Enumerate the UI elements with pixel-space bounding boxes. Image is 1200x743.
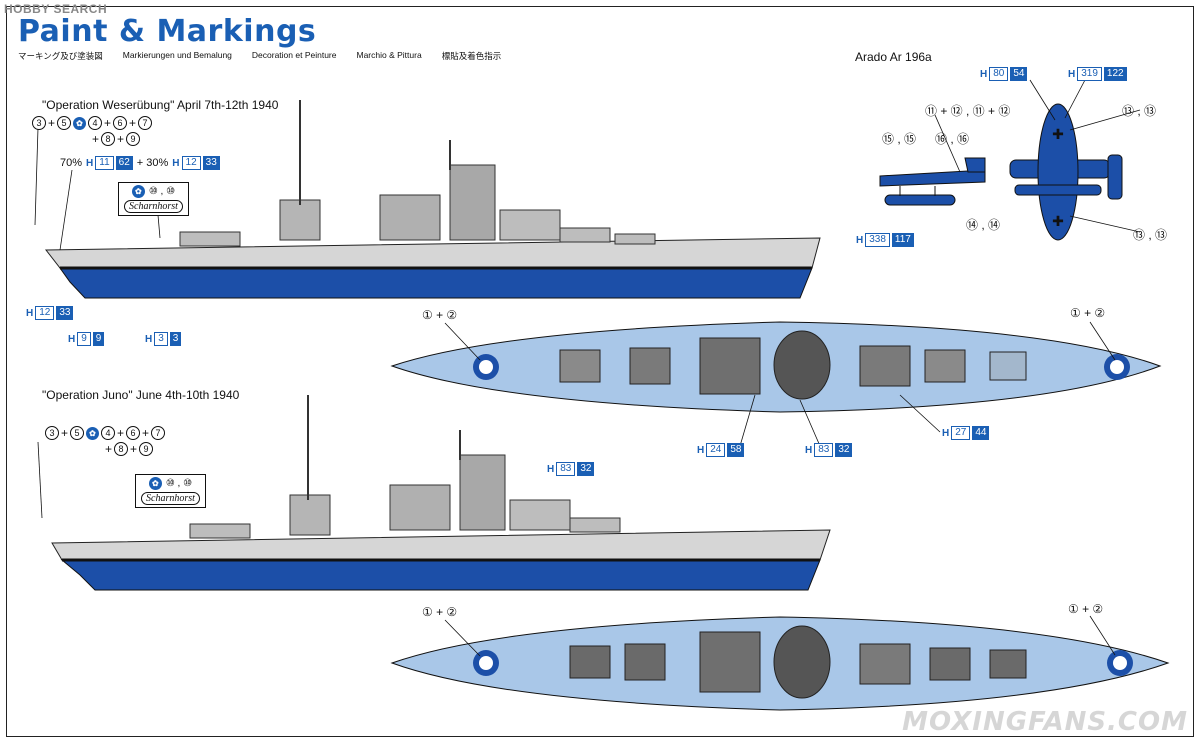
decal-num-8: 8	[114, 442, 129, 456]
hcode-24-58: H 24 58	[697, 443, 745, 457]
decal-num-9: 9	[139, 442, 154, 456]
scheme2-sequence-a: 3+ 5 ✿ 4+ 6+ 7	[45, 426, 166, 440]
page-title: Paint & Markings	[18, 14, 317, 49]
roundel-icon: ✿	[73, 116, 87, 130]
hcode-83-32-b: H 83 32	[547, 462, 595, 476]
decal-num-9: 9	[126, 132, 141, 146]
scheme1-label: "Operation Weserübung" April 7th-12th 19…	[42, 98, 279, 112]
ship-side-profile-2	[51, 395, 831, 591]
mix-pct-2: + 30%	[136, 157, 169, 169]
aircraft-title: Arado Ar 196a	[855, 50, 932, 64]
watermark-bottom: MOXINGFANS.COM	[902, 707, 1188, 737]
aircraft-marks-11-12: ⑪ + ⑫ , ⑪ + ⑫	[925, 104, 1011, 118]
decal-num-8: 8	[101, 132, 116, 146]
roundel-icon: ✿	[86, 426, 100, 440]
decal-num-3: 3	[32, 116, 46, 130]
hcode-11-62: H 11 62	[86, 156, 133, 170]
subtitle-zh: 標貼及着色指示	[441, 51, 502, 61]
leader-lines	[34, 79, 1141, 657]
aircraft-side-view	[879, 157, 986, 206]
hcode-27-44: H 27 44	[942, 426, 990, 440]
decal-num-6: 6	[126, 426, 141, 440]
scheme1-sequence-b: +8+ 9	[92, 132, 141, 146]
scheme1-sequence-a: 3+ 5 ✿ 4+ 6+ 7	[32, 116, 153, 130]
decal-num-7: 7	[151, 426, 166, 440]
hcode-338-117: H 338 117	[856, 233, 914, 247]
mix-pct-1: 70%	[60, 157, 83, 169]
aircraft-marks-14: ⑭ , ⑭	[966, 218, 1001, 232]
subtitle-it: Marchio & Pittura	[356, 50, 422, 60]
color-mix: 70% H 11 62 + 30% H 12 33	[60, 156, 220, 170]
decal-num-4: 4	[101, 426, 116, 440]
stern-marks-1: ① + ②	[1070, 306, 1106, 320]
hcode-12-33: H 12 33	[26, 306, 74, 320]
ship-top-view-2	[390, 616, 1170, 711]
watermark-top: HOBBY SEARCH	[4, 2, 108, 16]
hcode-9-9: H 9 9	[68, 332, 105, 346]
subtitle-row: マーキング及び塗装図 Markierungen und Bemalung Dec…	[18, 50, 501, 62]
ship-side-profile-1	[44, 100, 821, 299]
hcode-80-54: H 80 54	[980, 67, 1028, 81]
bow-marks-1: ① + ②	[422, 308, 458, 322]
hcode-319-122: H 319 122	[1068, 67, 1127, 81]
ship-name-decal-2: ✿⑩ , ⑩ Scharnhorst	[135, 474, 206, 508]
roundel-icon: ✿	[148, 477, 162, 490]
scheme2-sequence-b: +8+ 9	[105, 442, 154, 456]
svg-text:✚: ✚	[1052, 127, 1064, 143]
page-frame	[6, 6, 1194, 737]
aircraft-top-view: ✚ ✚	[1009, 103, 1123, 241]
aircraft-marks-15: ⑮ , ⑮	[882, 132, 917, 146]
subtitle-ja: マーキング及び塗装図	[18, 51, 103, 61]
roundel-icon: ✿	[131, 185, 145, 198]
hcode-3-3: H 3 3	[145, 332, 182, 346]
ship-name-decal-1: ✿⑩ , ⑩ Scharnhorst	[118, 182, 189, 216]
aircraft-marks-13-bottom: ⑬ , ⑬	[1133, 228, 1168, 242]
stern-marks-2: ① + ②	[1068, 602, 1104, 616]
subtitle-de: Markierungen und Bemalung	[122, 50, 232, 60]
aircraft-marks-13-top: ⑬ , ⑬	[1122, 104, 1157, 118]
svg-text:✚: ✚	[1052, 214, 1064, 230]
aircraft-marks-16: ⑯ , ⑯	[935, 132, 970, 146]
decal-num-3: 3	[45, 426, 59, 440]
decal-num-5: 5	[57, 116, 72, 130]
decal-num-5: 5	[70, 426, 85, 440]
bow-marks-2: ① + ②	[422, 605, 458, 619]
hcode-12-33-mix: H 12 33	[172, 156, 220, 170]
subtitle-fr: Decoration et Peinture	[251, 50, 337, 60]
hcode-83-32-a: H 83 32	[805, 443, 853, 457]
decal-num-6: 6	[113, 116, 128, 130]
scheme2-label: "Operation Juno" June 4th-10th 1940	[42, 388, 240, 402]
decal-num-4: 4	[88, 116, 103, 130]
decal-num-7: 7	[138, 116, 153, 130]
ship-top-view-1	[390, 321, 1162, 413]
